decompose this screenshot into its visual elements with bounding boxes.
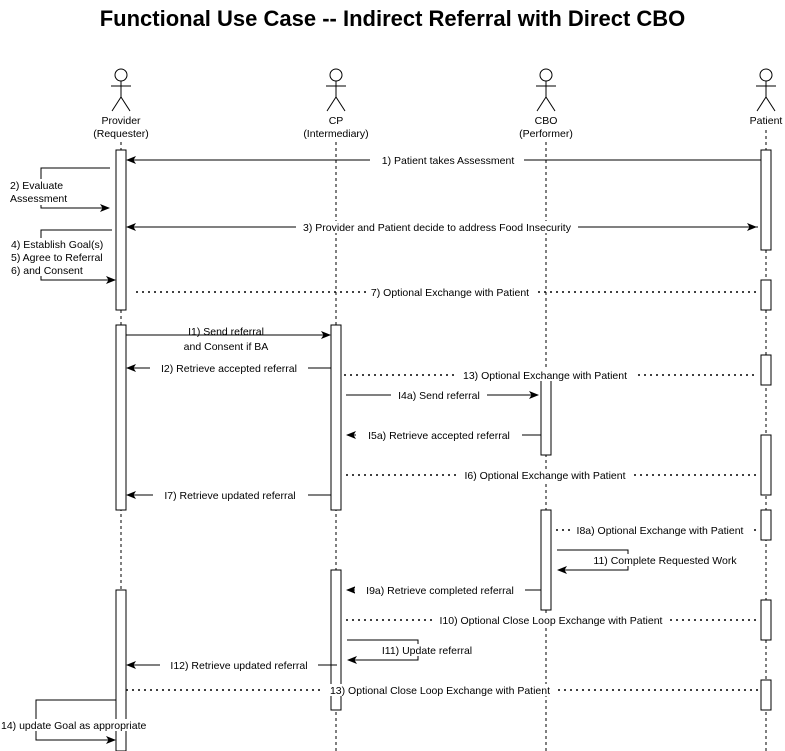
activation-patient-3	[760, 354, 772, 386]
message-1-label: 1) Patient takes Assessment	[382, 155, 515, 167]
activation-patient-4	[760, 434, 772, 496]
message-4-label: 4) Establish Goal(s)	[11, 239, 103, 251]
activation-provider-1	[115, 149, 127, 311]
actor-provider-icon	[111, 68, 131, 112]
activation-patient-1	[760, 149, 772, 251]
actor-patient-label: Patient	[750, 115, 783, 127]
message-i8a-label: I8a) Optional Exchange with Patient	[577, 525, 744, 537]
message-i6-label: I6) Optional Exchange with Patient	[464, 470, 625, 482]
message-14-label: 14) update Goal as appropriate	[1, 720, 147, 732]
message-i4a-label: I4a) Send referral	[398, 390, 480, 402]
message-i12-label: I12) Retrieve updated referral	[170, 660, 307, 672]
actor-cbo-label: CBO	[535, 115, 558, 127]
actor-cbo-sublabel: (Performer)	[519, 128, 573, 140]
actor-patient-icon	[756, 68, 776, 112]
message-13-label: 13) Optional Close Loop Exchange with Pa…	[330, 685, 550, 697]
activation-cp-2	[330, 569, 342, 711]
message-11-label: 11) Complete Requested Work	[593, 555, 737, 567]
activation-patient-5	[760, 509, 772, 541]
activation-provider-3	[115, 589, 127, 751]
message-i10-label: I10) Optional Close Loop Exchange with P…	[440, 615, 663, 627]
message-i1-label-line2: and Consent if BA	[184, 341, 269, 353]
diagram-title: Functional Use Case -- Indirect Referral…	[99, 6, 686, 31]
activation-patient-2	[760, 279, 772, 311]
message-i11-label: I11) Update referral	[382, 645, 472, 657]
message-i9a-label: I9a) Retrieve completed referral	[366, 585, 514, 597]
actor-provider-sublabel: (Requester)	[93, 128, 148, 140]
message-i2-label: I2) Retrieve accepted referral	[161, 363, 297, 375]
actor-cp-sublabel: (Intermediary)	[303, 128, 368, 140]
activation-cbo-1	[540, 379, 552, 456]
actor-provider-label: Provider	[101, 115, 141, 127]
message-6-label: 6) and Consent	[11, 265, 83, 277]
message-3-label: 3) Provider and Patient decide to addres…	[303, 222, 572, 234]
activation-patient-6	[760, 599, 772, 641]
actor-cp-icon	[326, 68, 346, 112]
activation-cbo-2	[540, 509, 552, 611]
message-2-label-line2: Assessment	[10, 193, 67, 205]
message-i3-label: 13) Optional Exchange with Patient	[463, 370, 627, 382]
message-7-label: 7) Optional Exchange with Patient	[371, 287, 529, 299]
message-i5a-label: I5a) Retrieve accepted referral	[368, 430, 510, 442]
activation-cp-1	[330, 324, 342, 511]
actor-cp-label: CP	[329, 115, 344, 127]
activation-provider-2	[115, 324, 127, 511]
actor-cbo-icon	[536, 68, 556, 112]
message-2-label: 2) Evaluate	[10, 180, 63, 192]
message-5-label: 5) Agree to Referral	[11, 252, 103, 264]
message-i1-label: I1) Send referral	[188, 326, 264, 338]
activation-patient-7	[760, 679, 772, 711]
message-i7-label: I7) Retrieve updated referral	[164, 490, 295, 502]
